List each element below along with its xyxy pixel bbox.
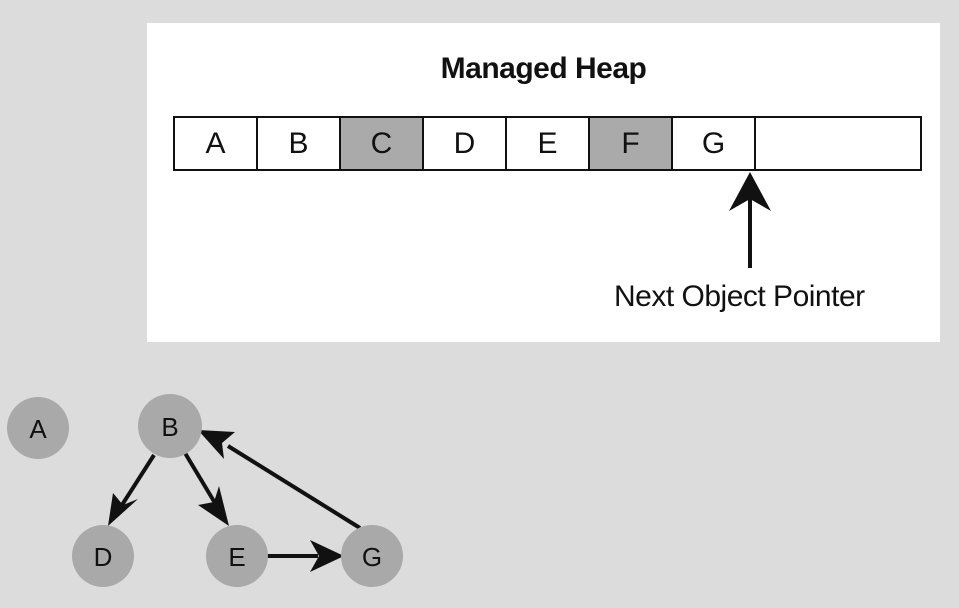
node-g: G: [341, 525, 403, 587]
edge-g-b: [198, 430, 362, 530]
heap-cell-b: B: [258, 118, 341, 169]
heap-cell-g: G: [673, 118, 756, 169]
node-b: B: [138, 394, 202, 458]
node-d: D: [72, 525, 134, 587]
node-a-label: A: [29, 414, 47, 444]
next-object-pointer-label: Next Object Pointer: [614, 280, 865, 313]
heap-free-space: [756, 118, 920, 169]
edge-b-e: [183, 451, 229, 526]
node-a: A: [7, 397, 69, 459]
heap-title: Managed Heap: [440, 52, 647, 85]
edge-e-g: [266, 540, 344, 572]
heap-cell-d: D: [424, 118, 507, 169]
edge-b-d: [108, 453, 156, 526]
heap-cell-c: C: [341, 118, 424, 169]
node-b-label: B: [161, 412, 178, 442]
node-g-label: G: [362, 542, 382, 572]
heap-cell-a: A: [175, 118, 258, 169]
heap-row: A B C D E F G: [173, 116, 922, 171]
next-object-pointer-arrow: [729, 172, 771, 268]
managed-heap-panel: [147, 23, 940, 342]
heap-cell-f: F: [590, 118, 673, 169]
node-e-label: E: [228, 542, 245, 572]
node-d-label: D: [94, 542, 113, 572]
heap-cell-e: E: [507, 118, 590, 169]
node-e: E: [206, 525, 268, 587]
